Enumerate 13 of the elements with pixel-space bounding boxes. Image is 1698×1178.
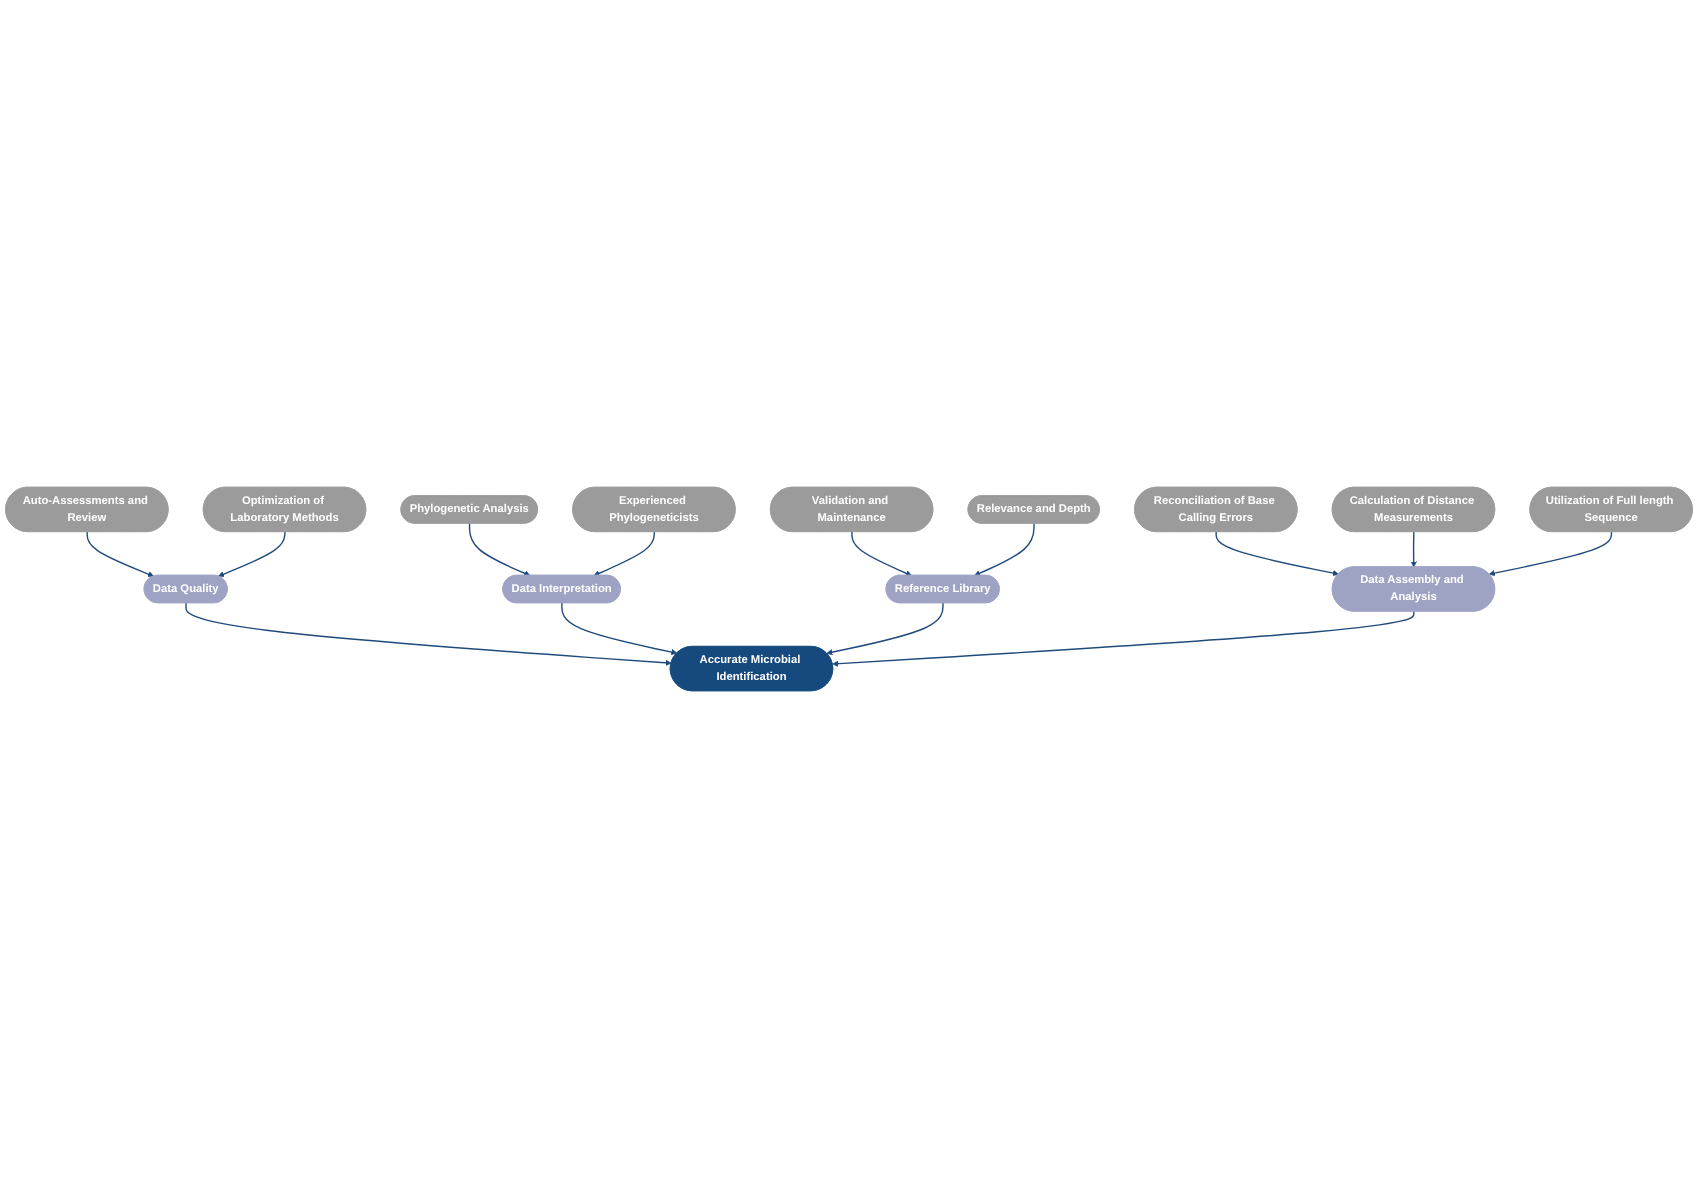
arrow xyxy=(832,610,1415,667)
arrow xyxy=(218,531,286,578)
arrow xyxy=(561,602,678,656)
arrow xyxy=(86,531,155,578)
arrow xyxy=(1488,531,1613,577)
arrow xyxy=(593,531,655,577)
arrow xyxy=(974,522,1035,577)
arrow xyxy=(468,522,531,577)
arrow xyxy=(185,602,672,666)
arrow xyxy=(851,531,912,577)
arrow xyxy=(1410,531,1417,568)
arrow xyxy=(1215,531,1339,577)
arrow xyxy=(826,602,944,656)
